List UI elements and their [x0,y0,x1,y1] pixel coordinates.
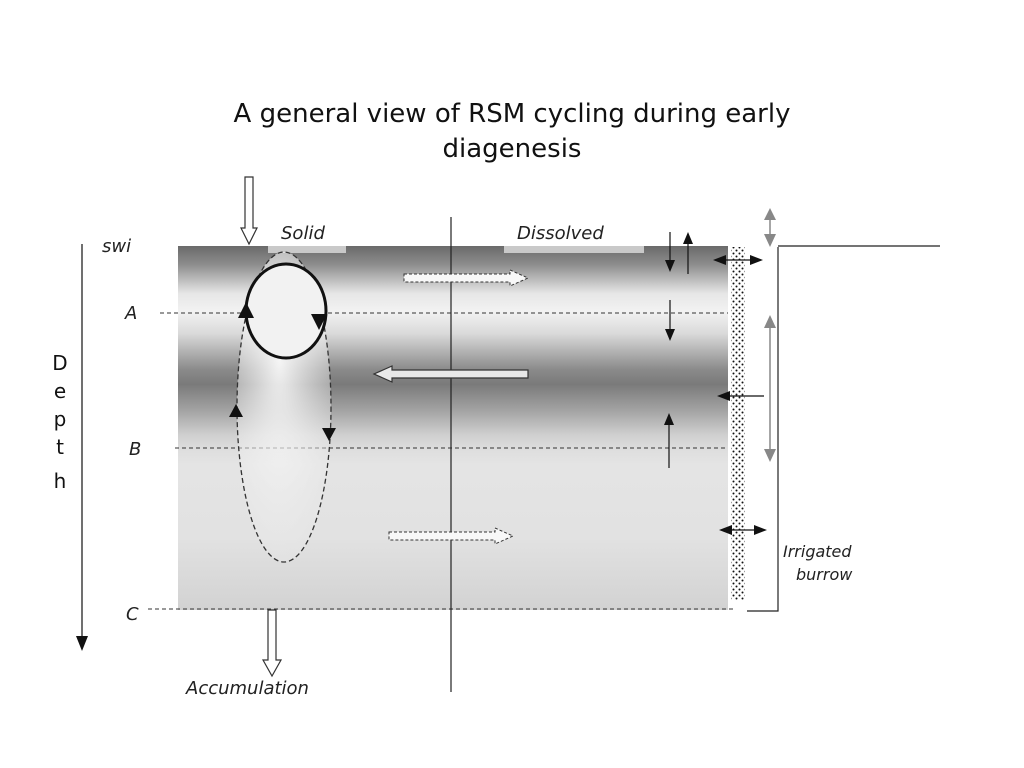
circle-up-arrowhead [238,302,254,318]
depth-letter-p: p [54,407,67,431]
depth-letter-t: t [56,435,64,459]
dissolved-transfer-arrow-bottom [388,527,515,545]
burrow-outline [747,247,779,612]
depth-letter-e: e [54,379,66,403]
horizon-b-label: B [129,439,141,460]
title-line-2: diagenesis [442,134,582,164]
oval-up-arrowhead [229,404,243,417]
depth-axis-label: D e p t h [52,351,67,493]
diagram-title: A general view of RSM cycling during ear… [180,97,844,167]
accumulation-label: Accumulation [185,678,309,699]
horizon-a-label: A [124,303,137,324]
dissolved-surface-band [504,246,644,253]
burrow-exchange-arrows [713,255,767,535]
grey-range-arrows [764,208,776,462]
deposition-arrow-icon [240,176,258,246]
circle-down-arrowhead [311,314,327,330]
solid-label: Solid [281,223,325,244]
solid-cycle-circle [244,262,328,360]
horizon-c-label: C [126,604,139,625]
oval-down-arrowhead [322,428,336,441]
swi-label: swi [102,236,131,257]
depth-axis-arrowhead [76,636,88,651]
flux-arrows [664,232,693,468]
dissolved-transfer-arrow-top [403,269,530,287]
dissolved-label: Dissolved [517,223,604,244]
burrow-label: burrow [796,565,853,584]
solid-surface-band [268,246,346,253]
depth-letter-d: D [52,351,67,375]
title-line-1: A general view of RSM cycling during ear… [233,99,791,129]
depth-letter-h: h [54,469,67,493]
accumulation-arrow-icon [261,609,283,678]
precipitation-arrow-icon [372,365,529,383]
irrigated-label: Irrigated [783,542,852,561]
burrow-wall [731,247,745,600]
